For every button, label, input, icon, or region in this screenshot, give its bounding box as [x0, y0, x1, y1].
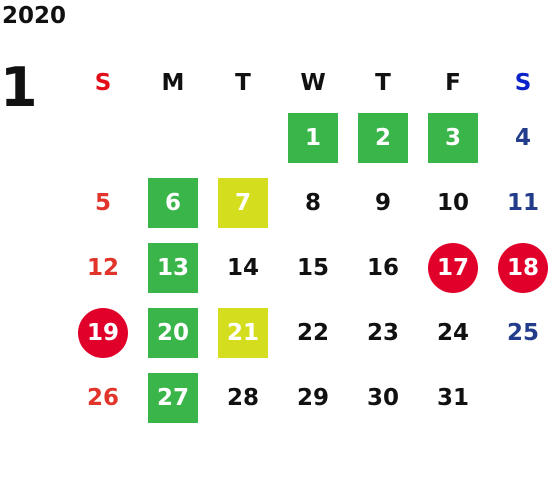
calendar-day-number[interactable]: 6 [148, 177, 198, 228]
calendar-day-number[interactable]: 2 [358, 112, 408, 163]
calendar-day-cell: 14 [208, 235, 278, 300]
calendar-day-cell: 10 [418, 170, 488, 235]
calendar-day-number[interactable]: 9 [374, 189, 391, 216]
weekday-wednesday: W [300, 69, 326, 96]
calendar-day-cell [488, 365, 548, 430]
weekday-thursday: T [375, 69, 391, 96]
calendar-day-cell: 16 [348, 235, 418, 300]
calendar-day-cell: 11 [488, 170, 548, 235]
calendar-day-number[interactable]: 10 [436, 189, 469, 216]
calendar-day-cell: 8 [278, 170, 348, 235]
calendar-day-number[interactable]: 12 [86, 254, 119, 281]
weekday-sunday: S [94, 69, 112, 96]
calendar-day-number[interactable]: 18 [498, 242, 548, 293]
calendar-day-number[interactable]: 3 [428, 112, 478, 163]
calendar-day-cell: 28 [208, 365, 278, 430]
calendar-day-number[interactable]: 27 [148, 372, 198, 423]
weekday-saturday: S [514, 69, 532, 96]
calendar-day-cell: 25 [488, 300, 548, 365]
calendar-day-cell: 31 [418, 365, 488, 430]
calendar-day-cell: 29 [278, 365, 348, 430]
calendar-day-cell [208, 105, 278, 170]
calendar-day-cell [138, 105, 208, 170]
calendar-day-number[interactable]: 19 [78, 307, 128, 358]
calendar-day-cell [68, 105, 138, 170]
calendar-day-number[interactable]: 1 [288, 112, 338, 163]
calendar-year: 2020 [2, 3, 67, 29]
calendar-day-cell: 19 [68, 300, 138, 365]
calendar-day-number[interactable]: 20 [148, 307, 198, 358]
calendar-day-number[interactable]: 13 [148, 242, 198, 293]
weekday-friday: F [445, 69, 461, 96]
calendar-day-number[interactable]: 26 [86, 384, 119, 411]
calendar-day-cell: 6 [138, 170, 208, 235]
calendar-day-cell: 9 [348, 170, 418, 235]
calendar-month: 1 [0, 56, 38, 119]
weekday-header-row: S M T W T F S [68, 60, 548, 105]
calendar-day-number[interactable]: 15 [296, 254, 329, 281]
calendar-day-cell: 27 [138, 365, 208, 430]
calendar-day-number[interactable]: 22 [296, 319, 329, 346]
calendar-day-cell: 20 [138, 300, 208, 365]
calendar-day-cell: 26 [68, 365, 138, 430]
calendar-day-cell: 1 [278, 105, 348, 170]
calendar-day-number[interactable]: 7 [218, 177, 268, 228]
calendar-day-number[interactable]: 8 [304, 189, 321, 216]
calendar-day-number[interactable]: 14 [226, 254, 259, 281]
calendar-day-cell: 18 [488, 235, 548, 300]
calendar-day-number[interactable]: 11 [506, 189, 539, 216]
calendar-day-number[interactable]: 30 [366, 384, 399, 411]
calendar-day-cell: 22 [278, 300, 348, 365]
calendar-day-cell: 12 [68, 235, 138, 300]
calendar-day-number[interactable]: 28 [226, 384, 259, 411]
calendar-week-row: 26 27 28 29 30 31 [68, 365, 548, 430]
calendar-day-cell: 3 [418, 105, 488, 170]
calendar-day-cell: 21 [208, 300, 278, 365]
calendar-day-cell: 13 [138, 235, 208, 300]
calendar-day-cell: 5 [68, 170, 138, 235]
calendar-day-cell: 30 [348, 365, 418, 430]
calendar-day-cell: 15 [278, 235, 348, 300]
calendar-day-cell: 24 [418, 300, 488, 365]
calendar-day-number[interactable]: 4 [514, 124, 531, 151]
calendar-week-row: 19 20 21 22 23 24 25 [68, 300, 548, 365]
calendar-day-number[interactable]: 31 [436, 384, 469, 411]
calendar-day-number[interactable]: 21 [218, 307, 268, 358]
calendar-day-cell: 7 [208, 170, 278, 235]
calendar-day-number[interactable]: 16 [366, 254, 399, 281]
weekday-monday: M [161, 69, 185, 96]
calendar-day-cell: 2 [348, 105, 418, 170]
calendar-week-row: 12 13 14 15 16 17 18 [68, 235, 548, 300]
calendar-day-cell: 23 [348, 300, 418, 365]
calendar-day-cell: 17 [418, 235, 488, 300]
calendar-day-number[interactable]: 17 [428, 242, 478, 293]
calendar-day-cell: 4 [488, 105, 548, 170]
weekday-tuesday: T [235, 69, 251, 96]
calendar-day-number[interactable]: 24 [436, 319, 469, 346]
calendar-day-number[interactable]: 5 [94, 189, 111, 216]
calendar-day-number[interactable]: 29 [296, 384, 329, 411]
calendar-day-number[interactable]: 25 [506, 319, 539, 346]
calendar-day-number[interactable]: 23 [366, 319, 399, 346]
